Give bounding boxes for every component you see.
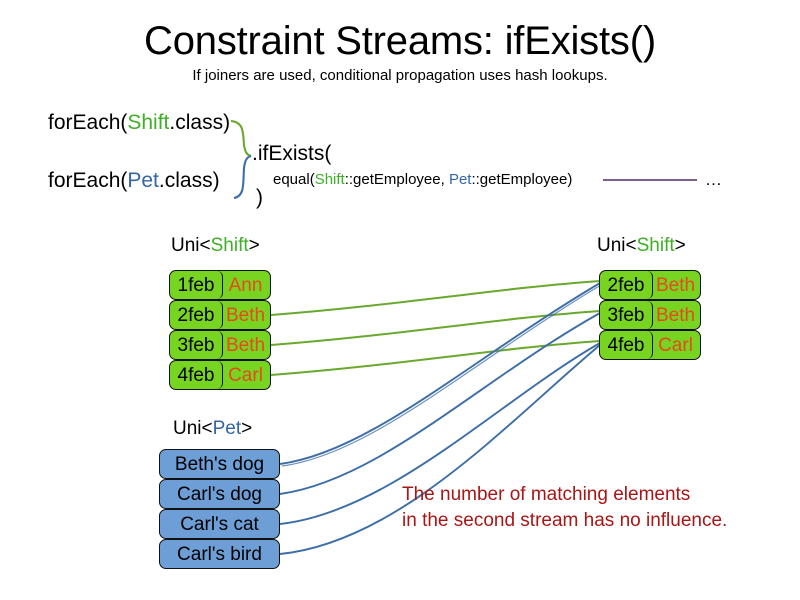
equal-pet-type: Pet: [448, 171, 472, 188]
card-pet-name: Carl's bird: [177, 543, 262, 565]
card-pet-name: Carl's cat: [180, 513, 259, 535]
code-equal-joiner: equal(Shift::getEmployee, Pet::getEmploy…: [273, 170, 572, 189]
equal-prefix: equal(: [273, 171, 315, 188]
uni-type-left-shift: Shift: [210, 235, 249, 256]
uni-prefix-pet: Uni<: [173, 418, 213, 439]
card-pet-name: Beth's dog: [174, 453, 265, 475]
card-name: Beth: [655, 274, 696, 296]
card-left-shift-3[interactable]: 4feb Carl: [169, 360, 271, 390]
annotation-line-1: The number of matching elements: [402, 484, 691, 505]
card-name: Ann: [228, 274, 263, 296]
uni-prefix-left-shift: Uni<: [171, 235, 211, 256]
card-name: Beth: [225, 334, 266, 356]
label-left-pet-stream: Uni<Pet>: [173, 417, 252, 440]
foreach-prefix-shift: forEach(: [48, 111, 128, 134]
code-ifexists: .ifExists(: [252, 142, 332, 165]
card-left-shift-1[interactable]: 2feb Beth: [169, 300, 271, 330]
card-name: Carl: [228, 364, 263, 386]
class-suffix-shift: .class): [169, 111, 231, 134]
page-title: Constraint Streams: ifExists(): [144, 19, 656, 63]
card-left-shift-2[interactable]: 3feb Beth: [169, 330, 271, 360]
uni-prefix-right-shift: Uni<: [597, 235, 637, 256]
equal-shift-ref: ::getEmployee,: [344, 171, 449, 188]
card-pet-1[interactable]: Carl's dog: [159, 479, 280, 509]
token-shift-type: Shift: [127, 111, 170, 134]
foreach-prefix-pet: forEach(: [48, 169, 128, 192]
card-pet-2[interactable]: Carl's cat: [159, 509, 280, 539]
uni-type-right-shift: Shift: [636, 235, 675, 256]
uni-suffix-left-shift: >: [248, 235, 260, 256]
equal-pet-ref: ::getEmployee): [471, 171, 573, 188]
annotation-line-2: in the second stream has no influence.: [402, 510, 728, 531]
annotation-note: The number of matching elements in the s…: [402, 482, 727, 534]
card-date: 3feb: [170, 331, 223, 359]
card-left-shift-0[interactable]: 1feb Ann: [169, 270, 271, 300]
card-date: 3feb: [600, 301, 653, 329]
label-left-shift-stream: Uni<Shift>: [171, 234, 260, 257]
uni-suffix-right-shift: >: [674, 235, 686, 256]
code-foreach-pet: forEach(Pet.class): [48, 168, 220, 193]
code-foreach-shift: forEach(Shift.class): [48, 110, 230, 135]
ellipsis-continuation: …: [705, 170, 722, 189]
card-name: Beth: [225, 304, 266, 326]
uni-suffix-pet: >: [241, 418, 253, 439]
card-name: Beth: [655, 304, 696, 326]
card-pet-3[interactable]: Carl's bird: [159, 539, 280, 569]
card-name: Carl: [658, 334, 693, 356]
card-right-shift-2[interactable]: 4feb Carl: [599, 330, 701, 360]
token-pet-type: Pet: [127, 169, 159, 192]
label-right-shift-stream: Uni<Shift>: [597, 234, 686, 257]
card-date: 4feb: [170, 361, 223, 389]
card-date: 4feb: [600, 331, 653, 359]
code-close-paren: ): [256, 186, 263, 209]
page-subtitle: If joiners are used, conditional propaga…: [192, 67, 608, 84]
card-right-shift-0[interactable]: 2feb Beth: [599, 270, 701, 300]
class-suffix-pet: .class): [158, 169, 220, 192]
card-date: 2feb: [170, 301, 223, 329]
card-pet-0[interactable]: Beth's dog: [159, 449, 280, 479]
equal-shift-type: Shift: [314, 171, 345, 188]
card-date: 1feb: [170, 271, 223, 299]
card-right-shift-1[interactable]: 3feb Beth: [599, 300, 701, 330]
card-date: 2feb: [600, 271, 653, 299]
card-pet-name: Carl's dog: [177, 483, 262, 505]
uni-type-pet: Pet: [212, 418, 242, 439]
